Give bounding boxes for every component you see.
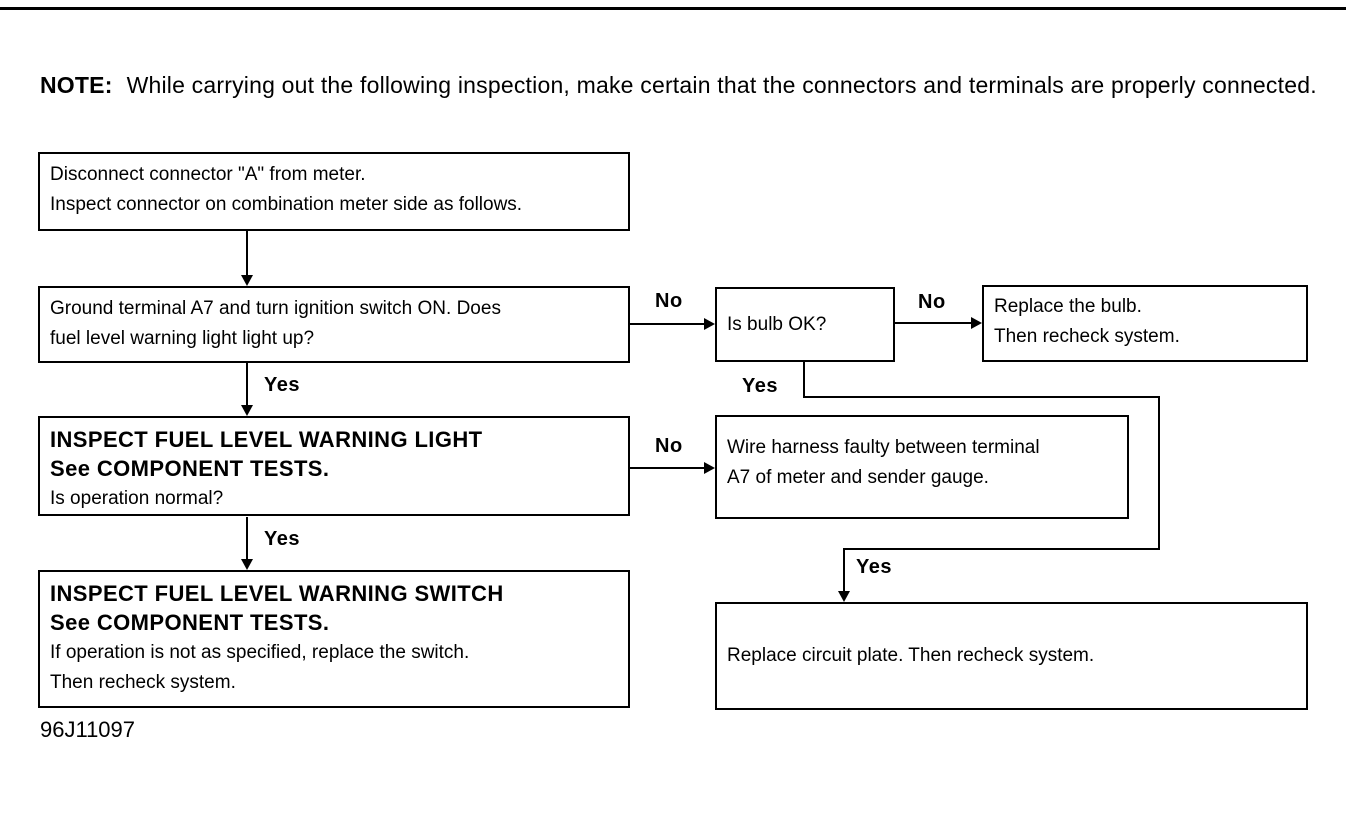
step-text-line: Then recheck system. bbox=[50, 672, 236, 693]
step-text-line: fuel level warning light light up? bbox=[50, 328, 315, 349]
note-paragraph: NOTE: While carrying out the following in… bbox=[40, 70, 1326, 100]
connector-line bbox=[246, 231, 248, 278]
connector-line bbox=[843, 548, 845, 593]
connector-line bbox=[246, 517, 248, 560]
arrowhead-down-icon bbox=[241, 559, 253, 570]
action-text-line: Then recheck system. bbox=[994, 326, 1180, 347]
step-title: INSPECT FUEL LEVEL WARNING SWITCH bbox=[50, 581, 504, 606]
arrowhead-right-icon bbox=[704, 462, 715, 474]
connector-line bbox=[843, 548, 1160, 550]
step-disconnect-connector: Disconnect connector "A" from meter. Ins… bbox=[38, 152, 630, 231]
step-inspect-warning-switch: INSPECT FUEL LEVEL WARNING SWITCH See CO… bbox=[38, 570, 630, 708]
arrowhead-down-icon bbox=[241, 405, 253, 416]
step-text-line: If operation is not as specified, replac… bbox=[50, 642, 470, 663]
connector-line bbox=[895, 322, 972, 324]
step-text-line: Ground terminal A7 and turn ignition swi… bbox=[50, 298, 501, 319]
arrowhead-right-icon bbox=[704, 318, 715, 330]
step-subtitle: See COMPONENT TESTS. bbox=[50, 610, 330, 635]
figure-id: 96J11097 bbox=[40, 717, 136, 742]
connector-line bbox=[630, 467, 705, 469]
arrowhead-down-icon bbox=[838, 591, 850, 602]
step-text-line: Disconnect connector "A" from meter. bbox=[50, 164, 366, 185]
step-inspect-warning-light: INSPECT FUEL LEVEL WARNING LIGHT See COM… bbox=[38, 416, 630, 516]
result-wire-harness-faulty: Wire harness faulty between terminal A7 … bbox=[715, 415, 1129, 519]
action-replace-bulb: Replace the bulb. Then recheck system. bbox=[982, 285, 1308, 362]
result-text-line: Wire harness faulty between terminal bbox=[727, 437, 1040, 458]
connector-line bbox=[1158, 396, 1160, 550]
connector-line bbox=[246, 363, 248, 406]
branch-label-no: No bbox=[655, 435, 683, 457]
action-text-line: Replace the bulb. bbox=[994, 296, 1142, 317]
decision-is-bulb-ok: Is bulb OK? bbox=[715, 287, 895, 362]
step-title: INSPECT FUEL LEVEL WARNING LIGHT bbox=[50, 427, 483, 452]
branch-label-yes: Yes bbox=[742, 375, 778, 397]
step-subtitle: See COMPONENT TESTS. bbox=[50, 456, 330, 481]
note-label: NOTE: bbox=[40, 72, 113, 98]
step-question: Is operation normal? bbox=[50, 488, 224, 509]
branch-label-yes: Yes bbox=[264, 374, 300, 396]
branch-label-no: No bbox=[918, 291, 946, 313]
arrowhead-down-icon bbox=[241, 275, 253, 286]
connector-line bbox=[630, 323, 705, 325]
arrowhead-right-icon bbox=[971, 317, 982, 329]
step-text-line: Inspect connector on combination meter s… bbox=[50, 194, 523, 215]
branch-label-yes: Yes bbox=[264, 528, 300, 550]
result-text-line: A7 of meter and sender gauge. bbox=[727, 467, 989, 488]
connector-line bbox=[803, 362, 805, 398]
connector-line bbox=[803, 396, 1160, 398]
action-text: Replace circuit plate. Then recheck syst… bbox=[727, 645, 1095, 666]
decision-text: Is bulb OK? bbox=[727, 313, 827, 335]
branch-label-yes: Yes bbox=[856, 556, 892, 578]
page-top-rule bbox=[0, 7, 1346, 10]
step-ground-terminal-test: Ground terminal A7 and turn ignition swi… bbox=[38, 286, 630, 363]
branch-label-no: No bbox=[655, 290, 683, 312]
note-text: While carrying out the following inspect… bbox=[126, 72, 1317, 98]
action-replace-circuit-plate: Replace circuit plate. Then recheck syst… bbox=[715, 602, 1308, 710]
